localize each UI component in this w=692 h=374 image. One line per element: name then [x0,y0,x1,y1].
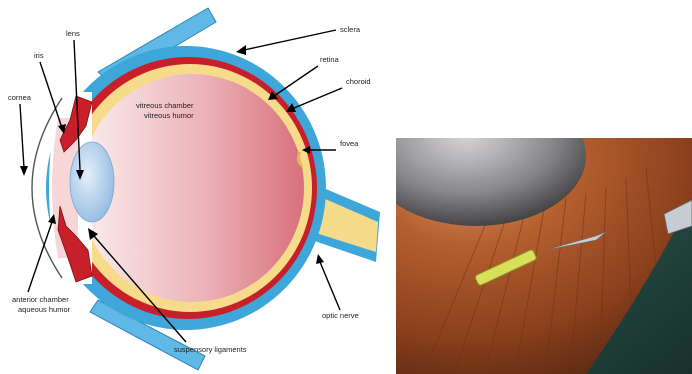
label-fovea: fovea [340,139,359,148]
eye-anatomy-diagram: lens iris sclera retina choroid cornea v… [0,0,392,374]
label-vitreous-chamber: vitreous chamber [136,101,194,110]
label-optic-nerve: optic nerve [322,311,359,320]
label-suspensory-ligaments: suspensory ligaments [174,345,247,354]
label-aqueous-humor: aqueous humor [18,305,71,314]
label-iris: iris [34,51,44,60]
label-lens: lens [66,29,80,38]
label-vitreous-humor: vitreous humor [144,111,194,120]
label-sclera: sclera [340,25,361,34]
label-cornea: cornea [8,93,32,102]
label-retina: retina [320,55,340,64]
iris-implant-illustration [396,138,692,374]
label-choroid: choroid [346,77,371,86]
label-anterior-chamber: anterior chamber [12,295,69,304]
lens [70,142,114,222]
